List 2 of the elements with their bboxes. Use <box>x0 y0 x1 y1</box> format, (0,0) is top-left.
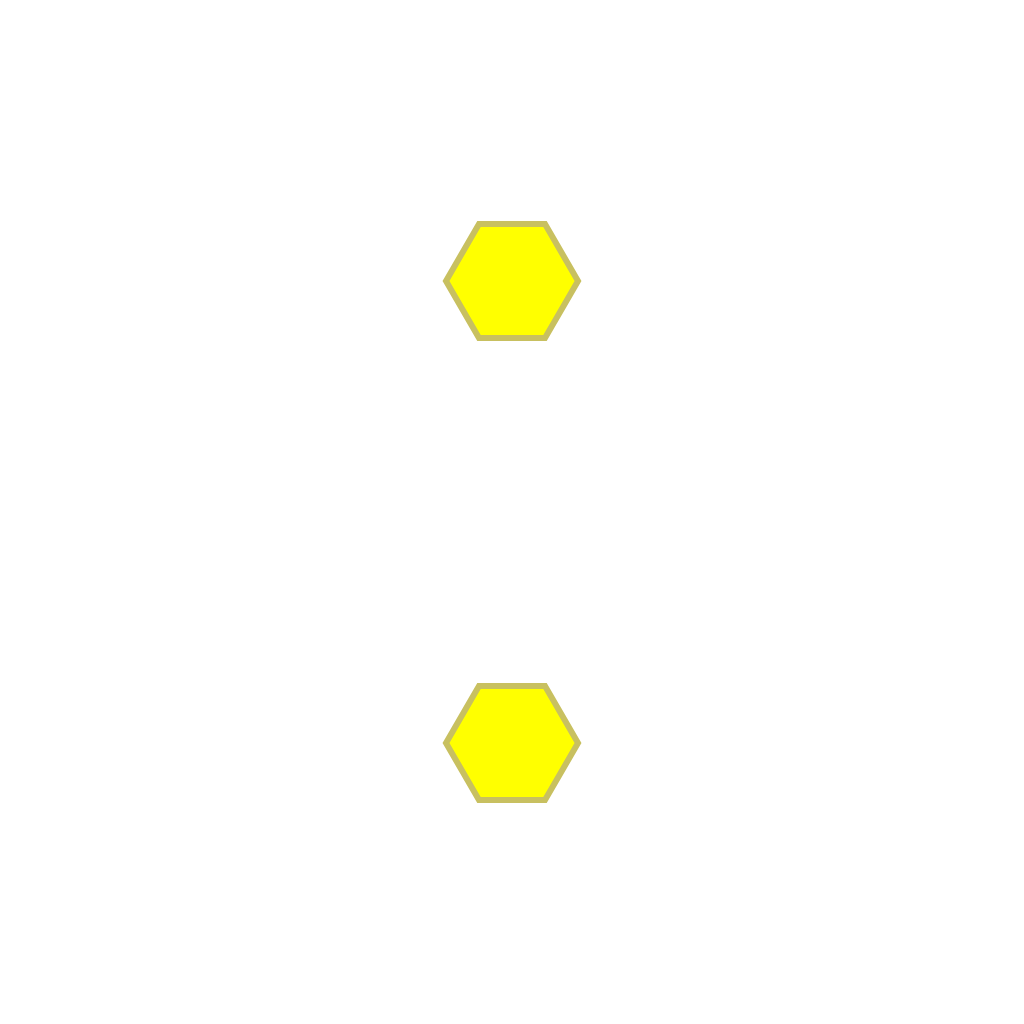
node-hexagon <box>442 683 582 803</box>
node-hexagon <box>442 221 582 341</box>
